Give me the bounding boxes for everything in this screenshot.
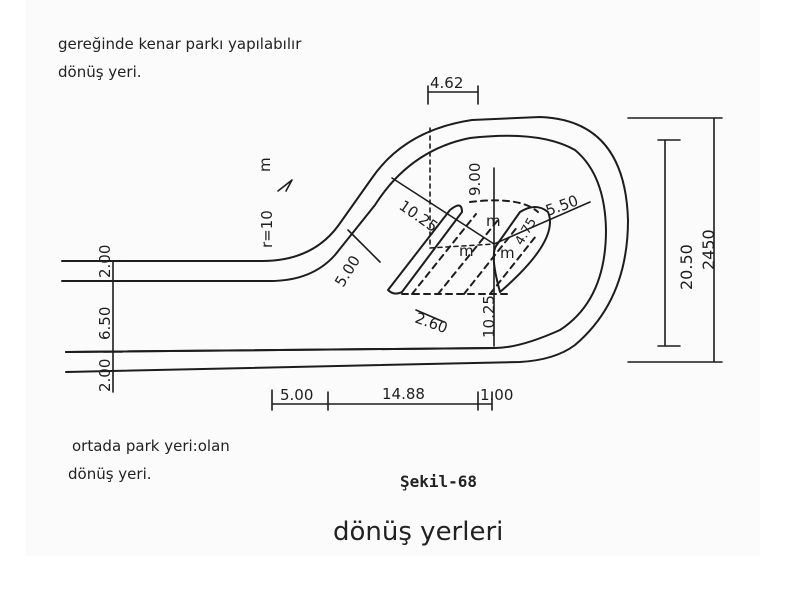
dim-label-r10: r=10 (258, 210, 276, 248)
dim-line-260 (415, 309, 445, 323)
dim-label-200-bottom: 2.00 (96, 359, 114, 392)
dim-label-650: 6.50 (96, 307, 114, 340)
marker-right: m (500, 244, 515, 262)
dim-line-bottom (271, 389, 493, 411)
dim-line-500-diag (347, 229, 381, 263)
dim-label-2450: 2450 (699, 229, 718, 270)
dim-label-1025: 10.25 (396, 197, 442, 236)
dim-line-2450 (627, 117, 723, 363)
dim-label-2050: 20.50 (677, 244, 696, 290)
dim-line-left (103, 260, 123, 393)
top-caption-line1: gereğinde kenar parkı yapılabılır (58, 35, 302, 53)
construction-line (429, 127, 495, 249)
dim-label-1025-bottom: 10.25 (480, 295, 498, 338)
dim-label-500-diag: 5.00 (331, 252, 364, 290)
lane-edge-lower (65, 347, 496, 353)
dim-label-200-top: 2.00 (96, 245, 114, 278)
figure-label: Şekil-68 (400, 472, 477, 491)
dimension-labels: 4.62 9.00 10.25 5.50 4.75 r=10 2.00 6.50… (96, 74, 718, 404)
marker-north: m (256, 157, 274, 172)
paper-background (26, 0, 760, 556)
dim-label-550: 5.50 (543, 191, 581, 219)
dim-line-462 (427, 85, 479, 105)
inner-road-edge (61, 134, 607, 353)
figure-title: dönüş yerleri (333, 517, 503, 547)
road-outlines (61, 116, 629, 373)
dim-label-500-bottom: 5.00 (280, 386, 313, 404)
radius-line-550 (493, 201, 591, 245)
north-arrow-line (277, 179, 293, 192)
dim-label-900: 9.00 (466, 163, 484, 196)
dimension-lines (103, 85, 723, 411)
dim-line-2050 (657, 139, 681, 347)
dim-label-462: 4.62 (430, 74, 463, 92)
island-left-strip (387, 204, 463, 295)
outer-road-edge (61, 116, 629, 373)
dim-label-1488: 14.88 (382, 385, 425, 403)
m-markers: m m m m (256, 157, 515, 262)
dim-label-475: 4.75 (512, 215, 539, 248)
marker-left: m (459, 242, 474, 260)
radius-line-1025 (391, 177, 495, 245)
top-caption-line2: dönüş yeri. (58, 63, 142, 81)
bottom-caption-line1: ortada park yeri:olan (72, 437, 230, 455)
dim-label-100: 1.00 (480, 386, 513, 404)
bottom-caption-line2: dönüş yeri. (68, 465, 152, 483)
marker-center: m (486, 212, 501, 230)
dim-label-260: 2.60 (413, 309, 451, 337)
